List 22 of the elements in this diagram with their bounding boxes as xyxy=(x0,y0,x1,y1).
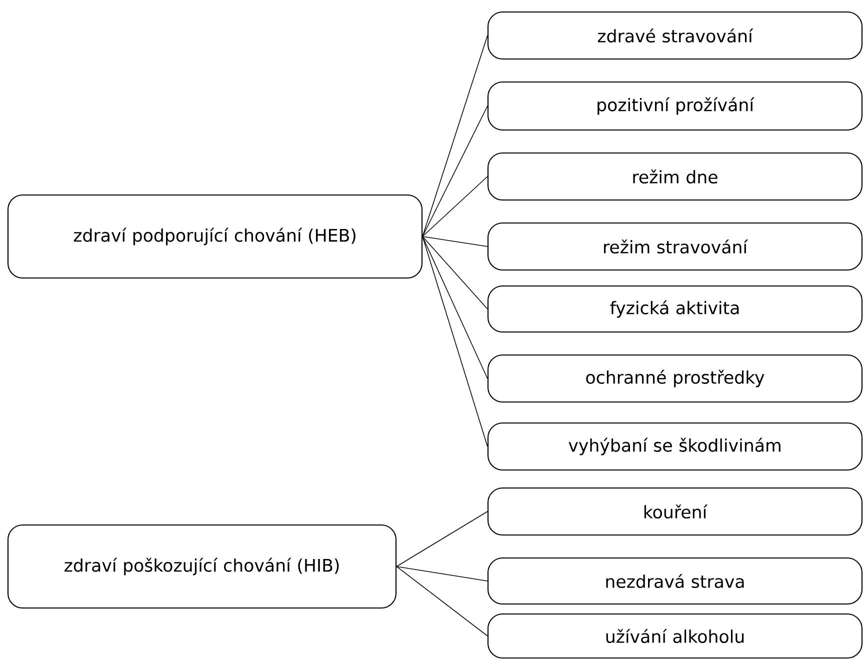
rounded-box: režim dne xyxy=(487,152,863,201)
connector-line xyxy=(396,566,488,582)
rounded-box: kouření xyxy=(487,487,863,536)
connector-line xyxy=(422,236,488,379)
rounded-box: zdravé stravování xyxy=(487,11,863,60)
rounded-box: zdraví poškozující chování (HIB) xyxy=(7,524,397,609)
connector-line xyxy=(422,106,488,237)
rounded-box: vyhýbaní se škodlivinám xyxy=(487,422,863,471)
rounded-box: nezdravá strava xyxy=(487,557,863,605)
connector-line xyxy=(422,236,488,447)
rounded-box: režim stravování xyxy=(487,222,863,271)
connector-line xyxy=(422,236,488,247)
rounded-box: pozitivní prožívání xyxy=(487,81,863,131)
rounded-box: fyzická aktivita xyxy=(487,285,863,333)
connector-line xyxy=(396,511,488,567)
connector-line xyxy=(422,176,488,237)
rounded-box: užívání alkoholu xyxy=(487,613,863,659)
connector-line xyxy=(422,236,488,310)
rounded-box: ochranné prostředky xyxy=(487,354,863,403)
connector-line xyxy=(422,35,488,237)
rounded-box: zdraví podporující chování (HEB) xyxy=(7,194,423,279)
connector-line xyxy=(396,566,488,636)
